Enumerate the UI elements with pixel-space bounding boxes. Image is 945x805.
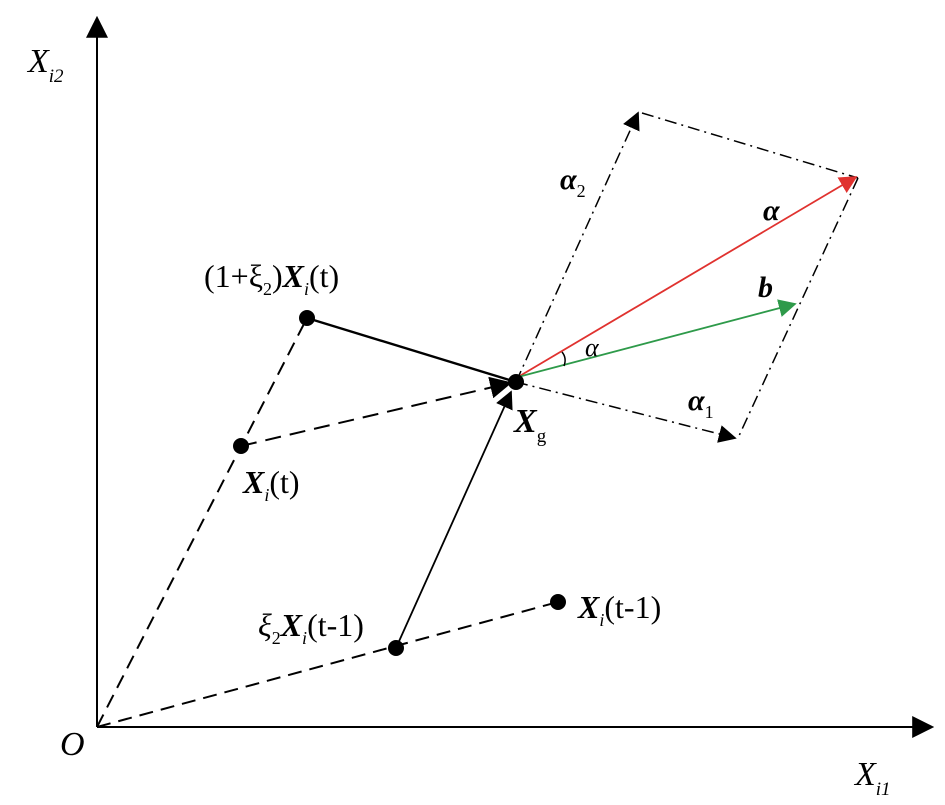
parallelogram-right-edge — [737, 177, 859, 439]
line-p3-to-xg — [395, 390, 513, 649]
alpha-label: α — [763, 194, 780, 227]
alpha1-component — [515, 381, 737, 443]
angle-label: α — [585, 333, 600, 362]
dashed-xi-to-xg-arrow — [240, 376, 513, 447]
alpha2-label: α2 — [560, 163, 586, 201]
alpha1-label: α1 — [688, 384, 714, 422]
point-p1 — [299, 310, 315, 326]
vector-b — [517, 299, 797, 378]
b-label: b — [758, 271, 773, 304]
xi-t-label: Xi(t) — [242, 464, 300, 505]
p1-label: (1+ξ2)Xi(t) — [204, 258, 339, 299]
parallelogram-top-edge — [641, 112, 859, 179]
point-xi-t — [233, 438, 249, 454]
vector-alpha — [517, 176, 858, 378]
dashed-origin-to-p1 — [96, 317, 308, 728]
p4-label: Xi(t-1) — [577, 589, 661, 630]
p3-label: ξ2Xi(t-1) — [258, 607, 364, 648]
y-axis-label: Xi2 — [26, 43, 64, 87]
xg-label: Xg — [513, 403, 547, 447]
point-p3 — [388, 640, 404, 656]
point-xg — [508, 374, 524, 390]
x-axis-label: Xi1 — [853, 756, 891, 800]
origin-label: O — [60, 726, 85, 763]
alpha2-component — [515, 111, 640, 383]
dashed-origin-to-p4 — [96, 601, 559, 728]
angle-arc — [561, 351, 566, 367]
line-p1-to-xg — [306, 316, 517, 384]
point-p4 — [550, 594, 566, 610]
